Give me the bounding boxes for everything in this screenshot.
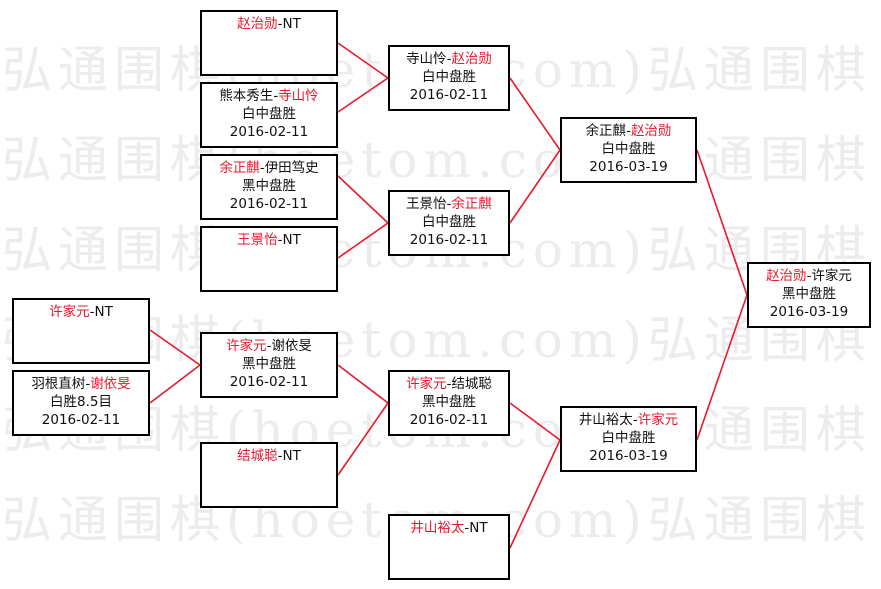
- match-players: 结城聪-NT: [237, 448, 301, 464]
- match-date: 2016-02-11: [229, 196, 309, 212]
- match-players: 寺山怜-赵治勋: [406, 51, 492, 67]
- match-players: 许家元-结城聪: [406, 376, 492, 392]
- match-box-yu-zhao[interactable]: 余正麒-赵治勋 白中盘胜 2016-03-19: [560, 117, 697, 183]
- match-date: 2016-03-19: [589, 448, 668, 464]
- player-opponent: NT: [282, 448, 301, 464]
- match-box-yu-ida[interactable]: 余正麒-伊田笃史 黑中盘胜 2016-02-11: [200, 154, 338, 220]
- player-winner: 结城聪: [237, 448, 278, 464]
- match-box-wang-nt[interactable]: 王景怡-NT: [200, 226, 338, 292]
- match-players: 羽根直树-谢依旻: [31, 376, 131, 392]
- match-date: 2016-02-11: [409, 232, 489, 248]
- match-result: 白中盘胜: [601, 141, 656, 157]
- match-date: 2016-02-11: [41, 412, 121, 428]
- match-result: 白中盘胜: [601, 430, 656, 446]
- player-opponent: 余正麒: [585, 123, 627, 139]
- match-box-hsu-nt[interactable]: 许家元-NT: [12, 298, 150, 364]
- match-result: 白中盘胜: [422, 214, 476, 230]
- match-box-hsu-xie[interactable]: 许家元-谢依旻 黑中盘胜 2016-02-11: [200, 332, 338, 398]
- player-opponent: 羽根直树: [31, 376, 86, 392]
- player-winner: 井山裕太: [410, 520, 465, 536]
- connector-line: [696, 149, 748, 296]
- player-opponent: NT: [282, 16, 301, 32]
- player-opponent: 王景怡: [406, 196, 447, 212]
- connector-line: [337, 175, 389, 224]
- player-winner: 赵治勋: [237, 16, 278, 32]
- player-opponent: 伊田笃史: [264, 160, 319, 176]
- player-opponent: NT: [282, 232, 301, 248]
- connector-line: [337, 42, 389, 79]
- match-result: 白中盘胜: [242, 106, 296, 122]
- match-players: 熊本秀生-寺山怜: [219, 88, 319, 104]
- match-players: 赵治勋-许家元: [766, 268, 852, 284]
- player-opponent: NT: [469, 520, 488, 536]
- player-opponent: 结城聪: [451, 376, 492, 392]
- player-opponent: NT: [94, 304, 113, 320]
- player-winner: 赵治勋: [630, 123, 672, 139]
- connector-line: [509, 402, 561, 441]
- match-players: 许家元-NT: [49, 304, 113, 320]
- match-players: 许家元-谢依旻: [226, 338, 312, 354]
- match-players: 井山裕太-NT: [410, 520, 488, 536]
- player-winner: 许家元: [637, 412, 679, 428]
- player-winner: 许家元: [226, 338, 267, 354]
- match-box-terayama-zhao[interactable]: 寺山怜-赵治勋 白中盘胜 2016-02-11: [388, 45, 510, 111]
- player-opponent: 熊本秀生: [219, 88, 274, 104]
- match-players: 赵治勋-NT: [237, 16, 301, 32]
- match-box-hsu-yuki[interactable]: 许家元-结城聪 黑中盘胜 2016-02-11: [388, 370, 510, 436]
- match-box-wang-yu[interactable]: 王景怡-余正麒 白中盘胜 2016-02-11: [388, 190, 510, 256]
- player-opponent: 谢依旻: [271, 338, 312, 354]
- match-box-hane-xie[interactable]: 羽根直树-谢依旻 白胜8.5目 2016-02-11: [12, 370, 150, 436]
- match-date: 2016-03-19: [589, 159, 668, 175]
- connector-line: [509, 149, 561, 224]
- match-players: 王景怡-余正麒: [406, 196, 492, 212]
- player-winner: 许家元: [406, 376, 447, 392]
- match-box-iyama-hsu[interactable]: 井山裕太-许家元 白中盘胜 2016-03-19: [560, 406, 697, 472]
- match-result: 黑中盘胜: [422, 394, 476, 410]
- match-box-kumamoto-terayama[interactable]: 熊本秀生-寺山怜 白中盘胜 2016-02-11: [200, 82, 338, 148]
- connector-line: [509, 439, 561, 549]
- player-opponent: 寺山怜: [406, 51, 447, 67]
- match-players: 王景怡-NT: [237, 232, 301, 248]
- match-result: 黑中盘胜: [242, 356, 296, 372]
- connector-line: [337, 402, 389, 476]
- player-winner: 寺山怜: [278, 88, 319, 104]
- player-winner: 余正麒: [451, 196, 492, 212]
- connector-line: [337, 222, 389, 259]
- match-result: 黑中盘胜: [782, 286, 836, 302]
- player-winner: 赵治勋: [766, 268, 807, 284]
- match-box-iyama-nt[interactable]: 井山裕太-NT: [388, 514, 510, 580]
- match-box-final-zhao-hsu[interactable]: 赵治勋-许家元 黑中盘胜 2016-03-19: [747, 262, 871, 328]
- match-date: 2016-02-11: [409, 87, 489, 103]
- match-box-zhao-nt[interactable]: 赵治勋-NT: [200, 10, 338, 76]
- match-date: 2016-02-11: [409, 412, 489, 428]
- player-opponent: 井山裕太: [578, 412, 633, 428]
- player-opponent: 许家元: [811, 268, 852, 284]
- match-result: 黑中盘胜: [242, 178, 296, 194]
- connector-line: [337, 364, 389, 404]
- player-winner: 余正麒: [219, 160, 260, 176]
- match-players: 井山裕太-许家元: [578, 412, 679, 428]
- player-winner: 谢依旻: [90, 376, 131, 392]
- match-date: 2016-02-11: [229, 374, 309, 390]
- match-date: 2016-03-19: [769, 304, 849, 320]
- match-result: 白中盘胜: [422, 69, 476, 85]
- match-box-yuki-nt[interactable]: 结城聪-NT: [200, 442, 338, 508]
- connector-line: [149, 364, 201, 404]
- match-date: 2016-02-11: [229, 124, 309, 140]
- player-winner: 王景怡: [237, 232, 278, 248]
- player-winner: 赵治勋: [451, 51, 492, 67]
- connector-line: [696, 294, 748, 441]
- connector-line: [149, 329, 201, 366]
- connector-line: [509, 77, 561, 151]
- player-winner: 许家元: [49, 304, 90, 320]
- connector-line: [337, 77, 389, 113]
- match-players: 余正麒-伊田笃史: [219, 160, 319, 176]
- match-result: 白胜8.5目: [50, 394, 112, 410]
- match-players: 余正麒-赵治勋: [585, 123, 672, 139]
